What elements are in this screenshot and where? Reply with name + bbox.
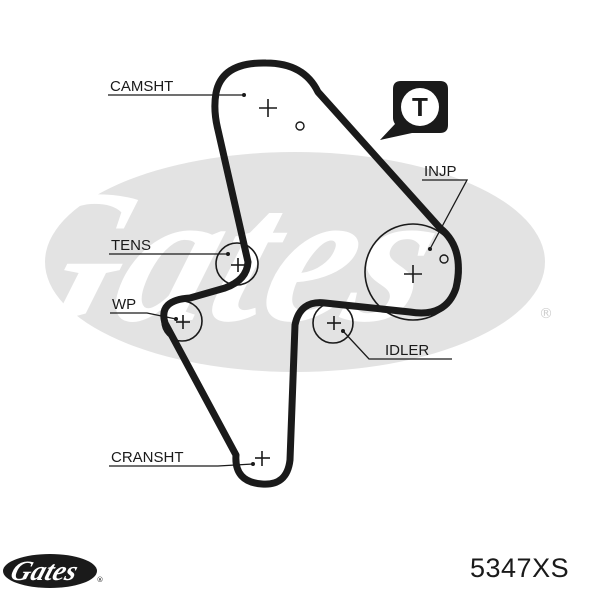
gates-logo-wordmark: Gates — [7, 556, 82, 587]
label-water-pump: WP — [112, 296, 136, 313]
injection-pump-timing-mark — [439, 254, 449, 264]
label-camshaft: CAMSHT — [110, 78, 173, 95]
tension-badge-letter: T — [412, 92, 428, 122]
timing-belt — [160, 59, 462, 488]
tensioner-marker-badge-icon: T — [380, 81, 448, 140]
gates-logo: Gates ® — [3, 554, 104, 588]
gates-watermark: Gates ® — [0, 151, 553, 372]
callout-water-pump: WP — [110, 296, 178, 321]
watermark-registered-symbol: ® — [539, 306, 553, 322]
tensioner-pulley — [215, 242, 259, 286]
idler-pulley — [312, 302, 354, 344]
gates-logo-ellipse — [3, 554, 97, 588]
label-crankshaft: CRANSHT — [111, 449, 184, 466]
callout-injection-pump: INJP — [422, 163, 469, 251]
callout-tensioner: TENS — [109, 237, 230, 256]
label-idler: IDLER — [385, 342, 429, 359]
injection-pump-pulley — [364, 223, 462, 321]
camshaft-timing-mark — [295, 121, 305, 131]
label-tensioner: TENS — [111, 237, 151, 254]
callout-camshaft: CAMSHT — [108, 78, 246, 97]
label-injection-pump: INJP — [424, 163, 457, 180]
part-number: 5347XS — [470, 553, 570, 583]
gates-logo-registered-symbol: ® — [97, 576, 104, 584]
callout-idler: IDLER — [341, 329, 452, 360]
camshaft-pulley — [259, 99, 305, 131]
crankshaft-pulley — [255, 451, 270, 466]
callout-crankshaft: CRANSHT — [109, 449, 255, 467]
water-pump-pulley — [161, 300, 203, 342]
